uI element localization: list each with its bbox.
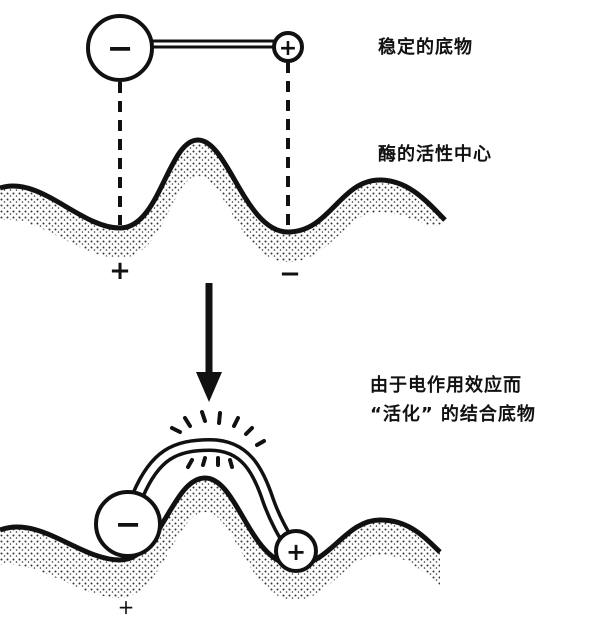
stable-substrate: − + [86, 14, 304, 82]
bound-negative-pole [94, 490, 162, 558]
activated-substrate: − + [94, 437, 318, 573]
bottom-plus-sign: + [118, 595, 135, 616]
label-activated-line-1: 由于电作用效应而 [370, 375, 522, 396]
enzyme-surface-top [0, 137, 447, 262]
label-enzyme-active-center: 酶的活性中心 [378, 144, 492, 165]
enzyme-plus-sign: + [109, 256, 131, 286]
substrate-negative-pole [86, 14, 154, 82]
positive-sign: + [279, 36, 297, 61]
label-activated-line-2: “活化” 的结合底物 [370, 404, 536, 425]
negative-sign: − [107, 29, 134, 67]
enzyme-minus-sign: − [279, 259, 301, 289]
bound-positive-sign: + [286, 538, 306, 566]
label-stable-substrate: 稳定的底物 [378, 37, 473, 58]
process-arrow [196, 283, 222, 402]
substrate-positive-pole [272, 31, 304, 63]
bound-negative-sign: − [115, 505, 142, 543]
enzyme-surface-bottom [0, 475, 442, 600]
bound-positive-pole [274, 529, 318, 573]
activation-ticks [170, 410, 266, 469]
